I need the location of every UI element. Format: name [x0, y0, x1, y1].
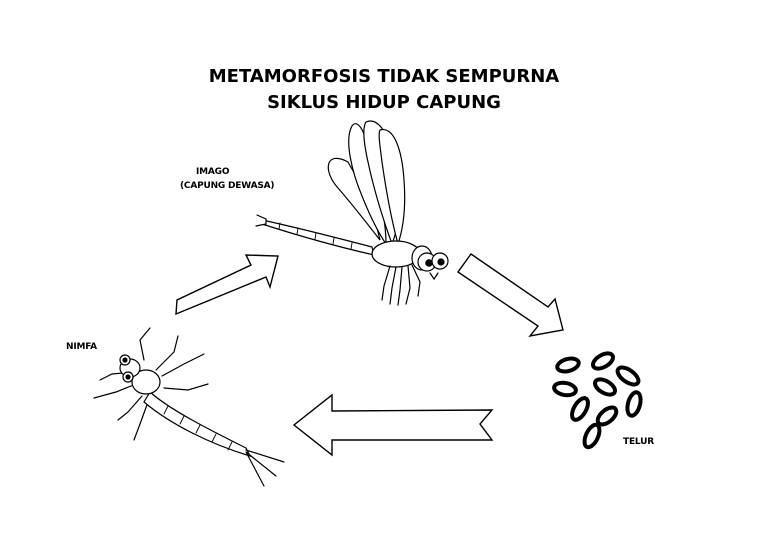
nymph-icon [93, 327, 285, 487]
eggs-icon [552, 351, 643, 450]
arrow-nymph-to-imago [175, 254, 279, 316]
diagram-title-line1: METAMORFOSIS TIDAK SEMPURNA [208, 66, 560, 87]
telur-label: TELUR [623, 437, 654, 447]
diagram-title-line2: SIKLUS HIDUP CAPUNG [267, 92, 501, 113]
arrow-eggs-to-nymph [292, 393, 494, 457]
dragonfly-icon [255, 120, 449, 306]
arrow-imago-to-eggs [457, 253, 564, 338]
nimfa-label: NIMFA [66, 342, 97, 352]
imago-label: IMAGO [196, 167, 230, 177]
imago-sublabel: (CAPUNG DEWASA) [180, 181, 275, 191]
